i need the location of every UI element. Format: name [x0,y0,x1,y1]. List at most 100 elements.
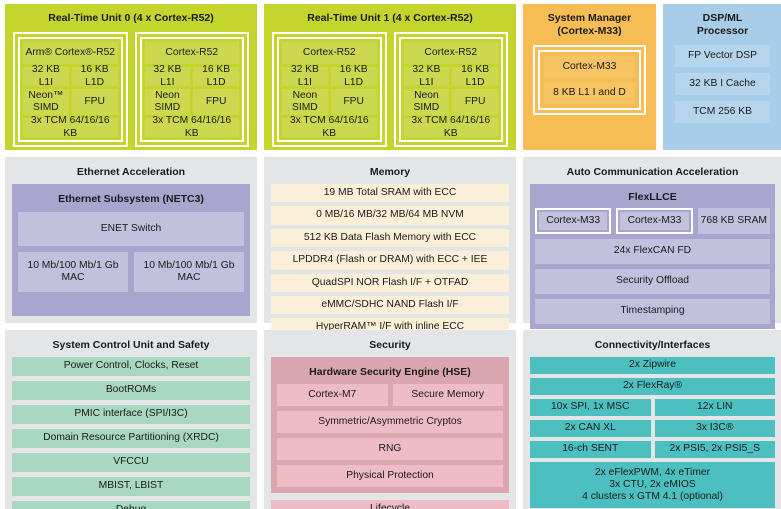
panel-title-security: Security [369,339,411,351]
rt1-core-1-fpu: FPU [452,89,498,116]
system-manager-body: Cortex-M33 8 KB L1 I and D [523,45,656,137]
system-manager-core-outer: Cortex-M33 8 KB L1 I and D [533,45,646,116]
rt0-core-1-outer: Cortex-R52 32 KB L1I 16 KB L1D Neon SIMD… [134,32,249,148]
panel-system-control: System Control Unit and Safety Power Con… [5,330,257,509]
panel-security: Security Hardware Security Engine (HSE) … [264,330,516,509]
panel-title-system-control: System Control Unit and Safety [52,339,210,351]
rt0-core-0-fpu: FPU [71,89,118,116]
connectivity-sent: 16-ch SENT [530,441,651,459]
hse-item-2: Physical Protection [277,465,503,488]
rt0-core-0-l1d: 16 KB L1D [71,64,118,88]
system-control-item-3: Domain Resource Partitioning (XRDC) [12,429,250,449]
panel-dsp-ml-processor: DSP/ML Processor FP Vector DSP 32 KB I C… [663,4,781,150]
dsp-title-line1: DSP/ML [702,12,743,24]
hse-title: Hardware Security Engine (HSE) [309,366,471,379]
panel-ethernet-acceleration: Ethernet Acceleration Ethernet Subsystem… [5,157,257,323]
rt1-core-0-simd: Neon SIMD [282,89,328,116]
system-manager-title-line1: System Manager [547,12,632,24]
rt1-core-1-tcm: 3x TCM 64/16/16 KB [403,115,498,139]
panel-auto-communication: Auto Communication Acceleration FlexLLCE… [523,157,781,330]
connectivity-psi5: 2x PSI5, 2x PSI5_S [654,441,775,459]
rt0-core-1-tcm: 3x TCM 64/16/16 KB [144,115,239,139]
panel-title-connectivity: Connectivity/Interfaces [594,339,711,351]
flexllce-sram: 768 KB SRAM [697,208,770,235]
hse-cortex-m7: Cortex-M7 [277,384,388,407]
dsp-item-0: FP Vector DSP [675,45,770,68]
rt0-core-0-l1i: 32 KB L1I [23,64,69,88]
panel-realtime-unit-1: Real-Time Unit 1 (4 x Cortex-R52) Cortex… [264,4,516,150]
connectivity-timer-block: 2x eFlexPWM, 4x eTimer 3x CTU, 2x eMIOS … [530,462,775,509]
system-control-item-0: Power Control, Clocks, Reset [12,357,250,377]
flexllce-core-0-frame: Cortex-M33 [535,208,612,235]
panel-title-system-manager: System Manager (Cortex-M33) [523,4,656,45]
system-control-item-1: BootROMs [12,381,250,401]
panel-title-realtime-unit-1: Real-Time Unit 1 (4 x Cortex-R52) [307,12,473,24]
flexllce-title: FlexLLCE [628,191,677,204]
ethernet-mac-1: 10 Mb/100 Mb/1 Gb MAC [134,252,244,293]
rt1-core-0-l1d: 16 KB L1D [330,64,377,88]
system-control-item-2: PMIC interface (SPI/I3C) [12,405,250,425]
memory-item-0: 19 MB Total SRAM with ECC [271,184,509,203]
panel-title-realtime-unit-0: Real-Time Unit 0 (4 x Cortex-R52) [48,12,214,24]
ethernet-mac-0: 10 Mb/100 Mb/1 Gb MAC [18,252,128,293]
connectivity-timer-line-0: 2x eFlexPWM, 4x eTimer [594,466,711,478]
flexllce-core-1-frame: Cortex-M33 [616,208,693,235]
panel-title-ethernet: Ethernet Acceleration [76,166,186,178]
rt1-core-1: Cortex-R52 32 KB L1I 16 KB L1D Neon SIMD… [398,37,503,143]
auto-comm-item-1: Security Offload [535,269,770,295]
ethernet-subsystem-title: Ethernet Subsystem (NETC3) [58,193,204,206]
auto-comm-item-0: 24x FlexCAN FD [535,239,770,265]
rt0-core-1-fpu: FPU [193,89,239,116]
panel-group-manager-dsp: System Manager (Cortex-M33) Cortex-M33 8… [523,4,781,150]
rt0-core-1-l1d: 16 KB L1D [193,64,239,88]
flexllce-core-0: Cortex-M33 [539,212,608,231]
connectivity-list: 2x Zipwire 2x FlexRay® 10x SPI, 1x MSC 1… [530,357,775,509]
hse-item-0: Symmetric/Asymmetric Cryptos [277,411,503,434]
hse-body: Cortex-M7 Secure Memory Symmetric/Asymme… [277,384,503,488]
dsp-title-line2: Processor [696,25,749,38]
panel-title-memory: Memory [369,166,411,178]
system-control-item-6: Debug [12,501,250,509]
connectivity-zipwire: 2x Zipwire [530,357,775,375]
ethernet-enet-switch: ENET Switch [18,212,244,247]
memory-item-3: LPDDR4 (Flash or DRAM) with ECC + IEE [271,251,509,270]
rt0-core-0-simd: Neon™ SIMD [23,89,69,116]
connectivity-i3c: 3x I3C® [654,420,775,438]
memory-list: 19 MB Total SRAM with ECC 0 MB/16 MB/32 … [271,184,509,337]
dsp-item-2: TCM 256 KB [675,101,770,124]
panel-system-manager: System Manager (Cortex-M33) Cortex-M33 8… [523,4,656,150]
connectivity-timer-line-2: 4 clusters x GTM 4.1 (optional) [582,491,723,503]
system-control-item-5: MBIST, LBIST [12,477,250,497]
memory-item-5: eMMC/SDHC NAND Flash I/F [271,295,509,315]
rt0-core-1-name: Cortex-R52 [144,42,239,65]
panel-realtime-unit-0: Real-Time Unit 0 (4 x Cortex-R52) Arm® C… [5,4,257,150]
auto-comm-item-2: Timestamping [535,299,770,325]
rt1-core-1-l1i: 32 KB L1I [403,64,450,88]
flexllce-core-1: Cortex-M33 [620,212,689,231]
security-outside-list: Lifecycle E-Fuses [271,493,509,509]
panel-title-dsp-ml: DSP/ML Processor [663,4,781,45]
rt0-core-0-name: Arm® Cortex®-R52 [23,42,118,65]
security-lifecycle: Lifecycle [271,500,509,509]
system-manager-item-1: 8 KB L1 I and D [544,82,635,105]
rt1-core-0-tcm: 3x TCM 64/16/16 KB [282,115,377,139]
rt1-core-1-simd: Neon SIMD [403,89,450,116]
ethernet-subsystem-body: ENET Switch 10 Mb/100 Mb/1 Gb MAC 10 Mb/… [18,212,244,293]
rt1-core-0-fpu: FPU [330,89,377,116]
rt0-core-1: Cortex-R52 32 KB L1I 16 KB L1D Neon SIMD… [139,37,244,143]
flexllce-subsystem: FlexLLCE Cortex-M33 Cortex-M33 768 KB SR… [530,184,775,330]
connectivity-timer-line-1: 3x CTU, 2x eMIOS [609,478,696,490]
rt1-core-0-l1i: 32 KB L1I [282,64,328,88]
rt0-core-0-tcm: 3x TCM 64/16/16 KB [23,115,118,139]
rt0-core-1-l1i: 32 KB L1I [144,64,191,88]
rt0-core-0: Arm® Cortex®-R52 32 KB L1I 16 KB L1D Neo… [18,37,123,143]
hse-item-1: RNG [277,438,503,461]
connectivity-spi-msc: 10x SPI, 1x MSC [530,399,651,417]
hse-subsystem: Hardware Security Engine (HSE) Cortex-M7… [271,357,509,494]
rt1-core-0-name: Cortex-R52 [282,42,377,65]
dsp-ml-body: FP Vector DSP 32 KB I Cache TCM 256 KB [663,45,781,139]
system-control-list: Power Control, Clocks, Reset BootROMs PM… [12,357,250,509]
connectivity-lin: 12x LIN [654,399,775,417]
system-control-item-4: VFCCU [12,453,250,473]
dsp-item-1: 32 KB I Cache [675,73,770,96]
